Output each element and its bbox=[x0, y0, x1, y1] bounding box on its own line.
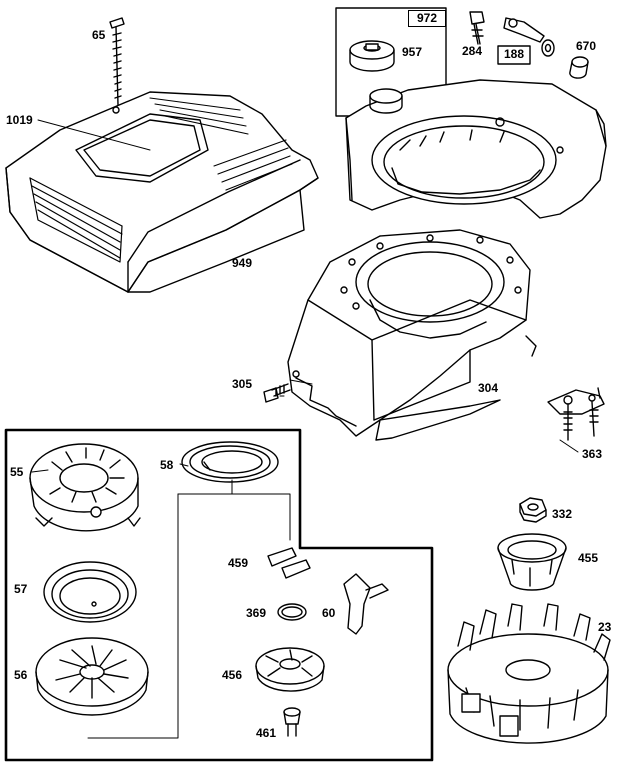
leader-lines bbox=[31, 23, 579, 473]
starter-handle-60 bbox=[343, 573, 389, 635]
part-label-332: 332 bbox=[552, 507, 573, 521]
part-label-670: 670 bbox=[576, 39, 597, 53]
part-label-949: 949 bbox=[232, 256, 253, 270]
blower-housing-304 bbox=[287, 229, 537, 441]
part-label-58: 58 bbox=[160, 458, 174, 472]
starter-kit-box bbox=[4, 428, 434, 762]
screw-461 bbox=[283, 707, 301, 737]
pulley-56 bbox=[35, 637, 149, 716]
oil-cap-957 bbox=[349, 40, 395, 72]
part-label-305: 305 bbox=[232, 377, 253, 391]
ratchet-456 bbox=[255, 647, 325, 692]
bushing-670 bbox=[569, 56, 589, 79]
part-label-23: 23 bbox=[598, 620, 612, 634]
part-label-957: 957 bbox=[402, 45, 423, 59]
part-label-1019: 1019 bbox=[6, 113, 33, 127]
flywheel-23 bbox=[447, 603, 611, 744]
part-label-455: 455 bbox=[578, 551, 599, 565]
part-label-57: 57 bbox=[14, 582, 28, 596]
bracket-188 bbox=[503, 17, 555, 57]
bolt-305 bbox=[263, 383, 291, 403]
part-label-459: 459 bbox=[228, 556, 249, 570]
nut-332 bbox=[519, 497, 547, 523]
part-label-60: 60 bbox=[322, 606, 336, 620]
part-label-972: 972 bbox=[408, 10, 446, 27]
part-label-55: 55 bbox=[10, 465, 24, 479]
part-label-369: 369 bbox=[246, 606, 267, 620]
box-188 bbox=[497, 45, 531, 65]
starter-dog-459 bbox=[267, 547, 311, 579]
blower-housing-949 bbox=[5, 91, 319, 293]
part-label-284: 284 bbox=[462, 44, 483, 58]
rewind-spring-57 bbox=[43, 561, 137, 623]
bracket-363 bbox=[547, 387, 605, 441]
screw-65 bbox=[109, 17, 125, 106]
starter-housing-55 bbox=[29, 443, 141, 532]
part-label-456: 456 bbox=[222, 668, 243, 682]
part-label-461: 461 bbox=[256, 726, 277, 740]
part-label-65: 65 bbox=[92, 28, 106, 42]
fuel-tank-shroud bbox=[345, 79, 607, 219]
part-label-188: 188 bbox=[503, 47, 525, 61]
starter-cup-455 bbox=[497, 533, 567, 591]
retainer-369 bbox=[277, 603, 307, 621]
part-label-56: 56 bbox=[14, 668, 28, 682]
bolt-284 bbox=[469, 11, 485, 45]
part-label-304: 304 bbox=[478, 381, 499, 395]
rewind-spring-58 bbox=[181, 441, 279, 483]
part-label-363: 363 bbox=[582, 447, 603, 461]
